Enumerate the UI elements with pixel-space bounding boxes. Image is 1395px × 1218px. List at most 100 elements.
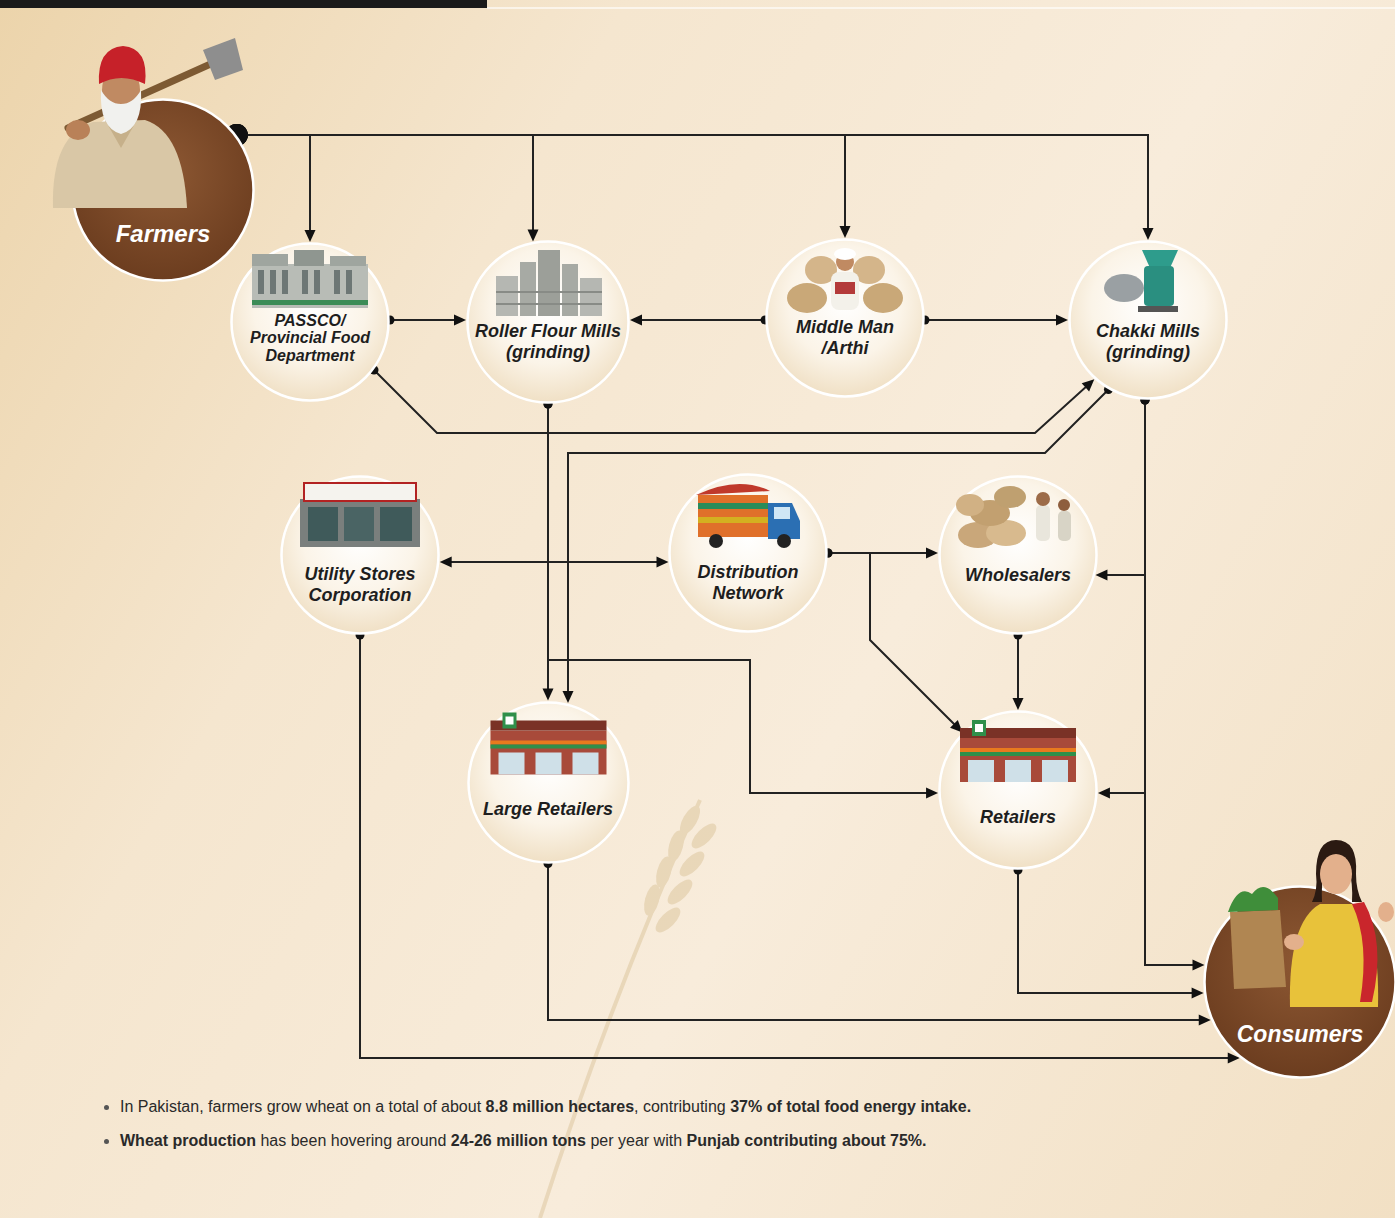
connector-line xyxy=(237,135,845,230)
connector-line xyxy=(1106,400,1145,793)
node-icon xyxy=(1228,840,1394,1007)
connector xyxy=(226,124,539,241)
node-icon xyxy=(53,38,243,208)
circle-shape xyxy=(938,710,1098,870)
circle-shape xyxy=(467,701,630,864)
connector-line xyxy=(237,135,1148,232)
art-shape xyxy=(652,904,685,937)
circle-outline xyxy=(232,244,389,401)
connector-line xyxy=(828,553,957,727)
art-shape xyxy=(664,876,697,909)
arrow-head xyxy=(543,689,554,701)
circle-outline xyxy=(940,477,1097,634)
circle-shape xyxy=(71,98,255,282)
stage-circle: PASSCO/ Provincial Food Department xyxy=(230,242,390,402)
connector-line xyxy=(390,319,458,321)
connector xyxy=(920,315,1068,326)
connector-line xyxy=(1104,400,1146,575)
bullet-dot xyxy=(104,1105,109,1110)
notes-block: In Pakistan, farmers grow wheat on a tot… xyxy=(100,1090,1350,1158)
circle-outline xyxy=(767,240,924,397)
connector-line xyxy=(448,561,661,563)
node-text-group: Consumers xyxy=(1215,1021,1385,1047)
circle-shape xyxy=(280,475,440,635)
connector xyxy=(385,315,466,326)
node-label: Consumers xyxy=(1215,1021,1385,1047)
bullet-line: In Pakistan, farmers grow wheat on a tot… xyxy=(100,1090,1350,1124)
arrow-head xyxy=(563,691,574,703)
connector xyxy=(226,124,1154,240)
art-shape xyxy=(540,800,700,1218)
stage-circle: Utility Stores Corporation xyxy=(280,475,440,635)
circle-outline xyxy=(1070,242,1227,399)
art-shape xyxy=(676,848,709,881)
bullet-line: Wheat productionhas been hovering around… xyxy=(100,1124,1350,1158)
connector xyxy=(544,859,1211,1026)
node-text-group: Large Retailers xyxy=(473,799,623,821)
connector xyxy=(1095,395,1149,580)
note-text: 24-26 million tons xyxy=(451,1132,586,1149)
node-label: Utility Stores Corporation xyxy=(290,564,430,607)
note-text: per year with xyxy=(590,1132,682,1149)
arrow-head xyxy=(1193,960,1205,971)
connector-line xyxy=(568,390,1109,696)
header-bar xyxy=(0,0,487,8)
connector-line xyxy=(1017,635,1019,702)
art-shape xyxy=(688,820,721,853)
note-text: has been hovering around xyxy=(260,1132,446,1149)
node-label: Large Retailers xyxy=(473,799,623,821)
note-text: 37% of total food energy intake. xyxy=(730,1098,971,1115)
node-label: Farmers xyxy=(78,220,248,249)
arrow-head xyxy=(840,226,851,238)
connector xyxy=(440,557,669,568)
arrow-head xyxy=(1143,228,1154,240)
bullet-dot xyxy=(104,1139,109,1144)
node-icon xyxy=(1104,250,1178,312)
stage-circle: Roller Flour Mills (grinding) xyxy=(466,240,630,404)
note-text: Wheat production xyxy=(120,1132,256,1149)
connector-line xyxy=(1018,870,1200,993)
circle-shape xyxy=(668,473,828,633)
circle-outline xyxy=(468,702,628,862)
arrow-head xyxy=(630,315,642,326)
arrow-head xyxy=(1098,788,1110,799)
node-text-group: Retailers xyxy=(948,807,1088,829)
connector-line xyxy=(374,370,1088,433)
connector xyxy=(370,366,1095,434)
stage-circle: Large Retailers xyxy=(467,701,630,864)
node-label: Roller Flour Mills (grinding) xyxy=(470,321,626,364)
connector-line xyxy=(925,319,1060,321)
node-text-group: Middle Man /Arthi xyxy=(785,317,905,360)
farmer-circle: Farmers xyxy=(71,98,255,282)
note-text: 8.8 million hectares xyxy=(486,1098,635,1115)
stage-circle: Middle Man /Arthi xyxy=(765,238,925,398)
node-label: Distribution Network xyxy=(686,562,810,605)
arrow-head xyxy=(926,548,938,559)
circle-outline xyxy=(670,475,827,632)
arrow-head xyxy=(1192,988,1204,999)
stage-circle: Retailers xyxy=(938,710,1098,870)
stage-circle: Wholesalers xyxy=(938,475,1098,635)
frame-line xyxy=(487,7,1395,9)
stage-circle: Distribution Network xyxy=(668,473,828,633)
connector xyxy=(1013,631,1024,711)
note-text: , contributing xyxy=(634,1098,726,1115)
art-shape xyxy=(653,855,675,890)
node-text-group: Chakki Mills (grinding) xyxy=(1083,321,1213,364)
connector-line xyxy=(638,319,765,321)
arrow-head xyxy=(1082,379,1095,391)
connector xyxy=(563,385,1113,703)
stage-circle: Chakki Mills (grinding) xyxy=(1068,240,1228,400)
arrow-head xyxy=(528,229,539,241)
art-shape xyxy=(641,883,663,918)
node-text-group: Wholesalers xyxy=(948,565,1088,587)
arrow-head xyxy=(1056,315,1068,326)
connector xyxy=(1141,395,1205,970)
connector-line xyxy=(360,635,1232,1058)
consumer-circle: Consumers xyxy=(1203,885,1395,1079)
arrow-head xyxy=(1199,1015,1211,1026)
node-text-group: PASSCO/ Provincial Food Department xyxy=(244,312,376,365)
node-label: Chakki Mills (grinding) xyxy=(1083,321,1213,364)
arrow-head xyxy=(454,315,466,326)
